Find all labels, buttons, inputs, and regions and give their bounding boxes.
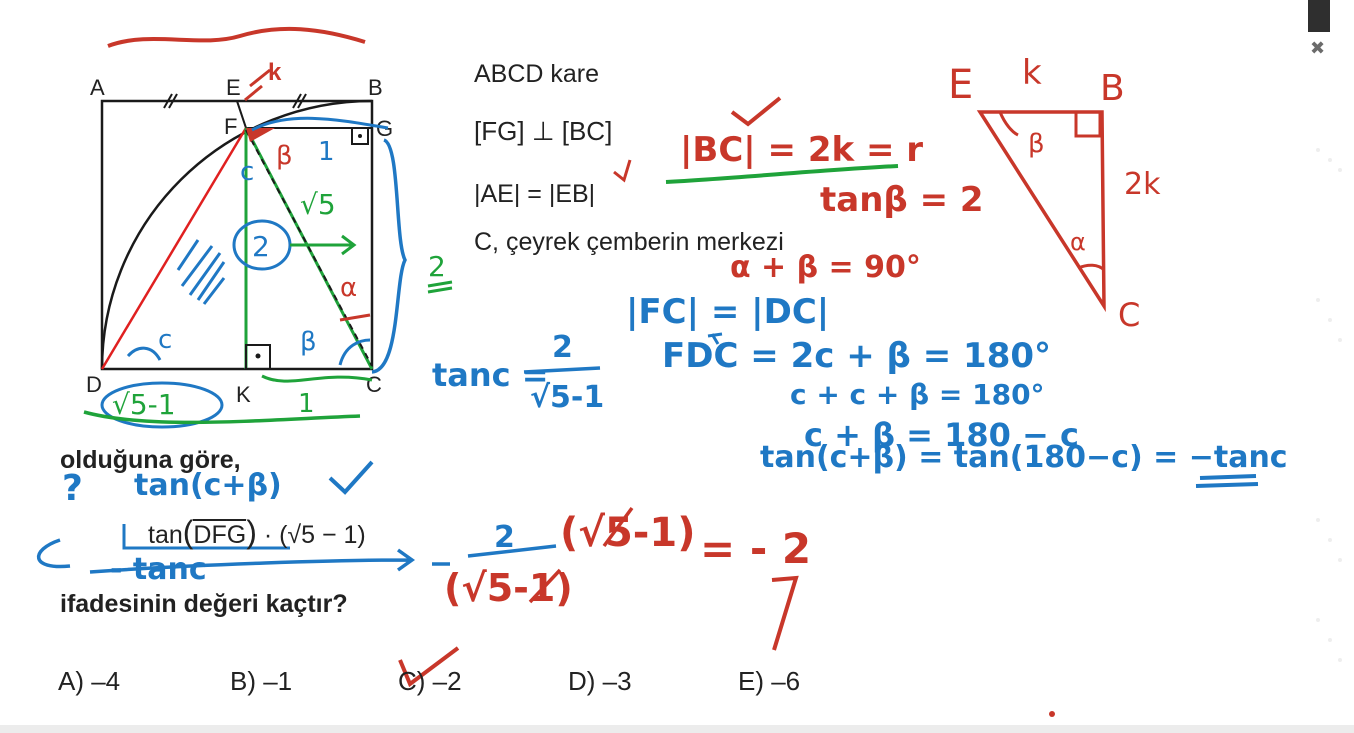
blue-tanc-den: √5-1 bbox=[530, 380, 605, 415]
fig-one-bottom: 1 bbox=[298, 389, 315, 419]
decor-dots bbox=[1316, 148, 1342, 662]
red-work-den: (√5-1) bbox=[444, 566, 573, 610]
red-tan-beta: tanβ = 2 bbox=[820, 180, 984, 220]
blue-angle-c bbox=[126, 346, 162, 361]
blue-brace-kc bbox=[261, 374, 373, 383]
red-k-label: k bbox=[268, 59, 282, 86]
fig-beta-red: β bbox=[276, 141, 293, 171]
red-result: = - 2 bbox=[700, 524, 812, 573]
fig-side-two: 2 bbox=[428, 250, 446, 283]
blue-angle-beta-c bbox=[338, 338, 371, 366]
blue-under-q2: - tanc bbox=[110, 552, 207, 587]
red-wave-right bbox=[339, 313, 371, 322]
label-b: B bbox=[368, 75, 383, 100]
segment-ef bbox=[236, 100, 247, 129]
label-a: A bbox=[90, 75, 105, 100]
fig-alpha-red: α bbox=[340, 273, 357, 303]
fig-sqrt5: √5 bbox=[300, 188, 336, 221]
choice-e[interactable]: E) –6 bbox=[738, 666, 801, 696]
fig-sqrt5-1: √5-1 bbox=[112, 388, 176, 421]
blue-fc-dc: |FC| = |DC| bbox=[626, 292, 830, 332]
fig-c-blue: c bbox=[240, 157, 254, 187]
perp-symbol: ⊥ bbox=[531, 116, 555, 146]
red-alpha-beta: α + β = 90° bbox=[730, 250, 921, 285]
right-angle-g bbox=[351, 127, 369, 145]
given-fg: FG bbox=[481, 116, 518, 146]
red-check-top bbox=[730, 96, 782, 127]
red-check-choice bbox=[398, 646, 460, 688]
tri-e: E bbox=[948, 62, 973, 108]
blue-hatch bbox=[176, 239, 226, 305]
bottom-bar bbox=[0, 725, 1354, 733]
tri-c: C bbox=[1118, 296, 1140, 334]
blue-angle-eq3: c + β = 180 − c bbox=[804, 416, 1079, 454]
blue-arrow-long bbox=[89, 548, 416, 574]
red-wedge-f bbox=[246, 128, 275, 142]
fig-two-circled: 2 bbox=[252, 230, 270, 263]
blue-tanc-num: 2 bbox=[552, 330, 573, 365]
choice-c[interactable]: C) –2 bbox=[398, 666, 462, 696]
green-underline-dk bbox=[83, 410, 361, 425]
label-c: C bbox=[366, 372, 382, 397]
given-bc: BC bbox=[568, 116, 606, 146]
blue-under-q1: tan(c+β) bbox=[134, 468, 282, 503]
choice-d[interactable]: D) –3 bbox=[568, 666, 632, 696]
given-line-4: C, çeyrek çemberin merkezi bbox=[474, 228, 784, 256]
blue-oval-sqrt5-1 bbox=[100, 381, 224, 429]
green-underline-bc bbox=[665, 164, 899, 184]
segment-df bbox=[100, 127, 248, 370]
blue-arrow-left bbox=[37, 538, 71, 569]
red-wave-stroke bbox=[107, 26, 366, 48]
given-line-3: |AE| = |EB| bbox=[474, 180, 596, 208]
given-line-1: ABCD kare bbox=[474, 60, 600, 88]
tri-b: B bbox=[1100, 68, 1125, 109]
blue-angle-eq1: FDC = 2c + β = 180° bbox=[662, 336, 1052, 376]
choice-b[interactable]: B) –1 bbox=[230, 666, 293, 696]
blue-check bbox=[328, 460, 374, 495]
quarter-arc bbox=[100, 99, 373, 370]
label-f: F bbox=[224, 114, 237, 139]
label-e: E bbox=[226, 75, 241, 100]
fig-beta-blue: β bbox=[300, 327, 317, 357]
question-expression: tan(DFG) · (√5 − 1) bbox=[148, 514, 366, 550]
sketch-triangle bbox=[976, 110, 1106, 313]
blue-frac-bar-work bbox=[467, 544, 557, 558]
red-check-bc bbox=[613, 159, 632, 183]
red-bc-note: |BC| = 2k = r bbox=[680, 130, 924, 170]
fig-c-left: c bbox=[158, 325, 172, 355]
expr-rest: · (√5 − 1) bbox=[263, 521, 366, 549]
tick-ae bbox=[163, 93, 173, 109]
blue-arc-top bbox=[251, 116, 389, 132]
blue-question-mark: ? bbox=[62, 468, 83, 509]
blue-angle-eq2: c + c + β = 180° bbox=[790, 378, 1045, 411]
fig-one-top: 1 bbox=[318, 137, 335, 167]
question-intro: olduğuna göre, bbox=[60, 446, 241, 474]
blue-work-num: 2 bbox=[494, 520, 515, 555]
blue-brace-right bbox=[371, 138, 407, 374]
expr-arc: DFG bbox=[193, 519, 247, 549]
given-line-2: [FG] ⊥ [BC] bbox=[474, 116, 613, 146]
blue-frac-bar-tanc bbox=[523, 366, 601, 374]
tri-k: k bbox=[1022, 53, 1042, 93]
question-ask: ifadesinin değeri kaçtır? bbox=[60, 590, 348, 618]
tri-2k: 2k bbox=[1124, 167, 1161, 202]
panel-tab[interactable] bbox=[1308, 0, 1330, 32]
blue-tan-identity: tan(c+β) = tan(180−c) = −tanc bbox=[760, 440, 1288, 475]
tick-eb bbox=[292, 93, 302, 109]
close-icon[interactable]: ✖ bbox=[1310, 38, 1326, 58]
red-work-mul: (√5-1) bbox=[560, 510, 696, 556]
tri-beta: β bbox=[1028, 129, 1045, 159]
blue-arrow bbox=[290, 234, 357, 256]
bracket-open-1: [ bbox=[474, 116, 482, 146]
expr-tan: tan bbox=[148, 521, 183, 549]
label-k: K bbox=[236, 382, 251, 407]
label-d: D bbox=[86, 372, 102, 397]
choice-a[interactable]: A) –4 bbox=[58, 666, 121, 696]
right-angle-k bbox=[245, 344, 271, 370]
tri-alpha: α bbox=[1070, 228, 1086, 256]
blue-bracket bbox=[122, 524, 290, 550]
blue-tanc-label: tanc = bbox=[432, 356, 549, 394]
